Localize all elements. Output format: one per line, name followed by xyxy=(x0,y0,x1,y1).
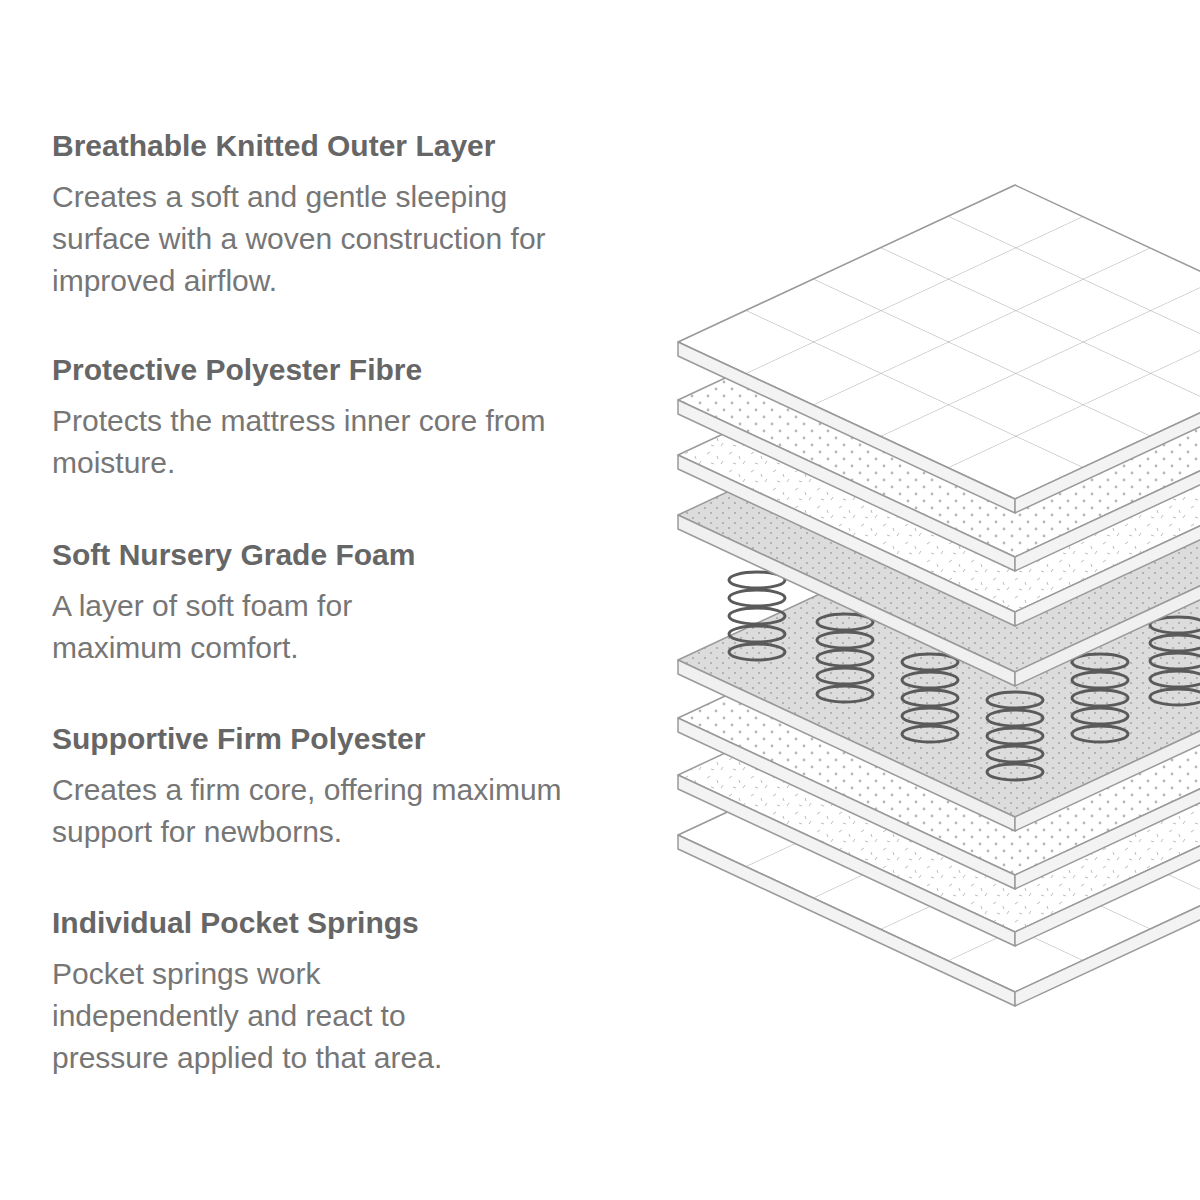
layer-description: Creates a firm core, offering maximum su… xyxy=(52,769,592,853)
layer-description: Protects the mattress inner core from mo… xyxy=(52,400,572,484)
layer-heading: Protective Polyester Fibre xyxy=(52,352,692,388)
layer-description: A layer of soft foam for maximum comfort… xyxy=(52,585,452,669)
layer-description: Creates a soft and gentle sleeping surfa… xyxy=(52,176,592,302)
layer-heading: Individual Pocket Springs xyxy=(52,905,692,941)
layer-heading: Supportive Firm Polyester xyxy=(52,721,692,757)
layer-heading: Soft Nursery Grade Foam xyxy=(52,537,692,573)
layer-heading: Breathable Knitted Outer Layer xyxy=(52,128,692,164)
layer-description: Pocket springs work independently and re… xyxy=(52,953,472,1079)
